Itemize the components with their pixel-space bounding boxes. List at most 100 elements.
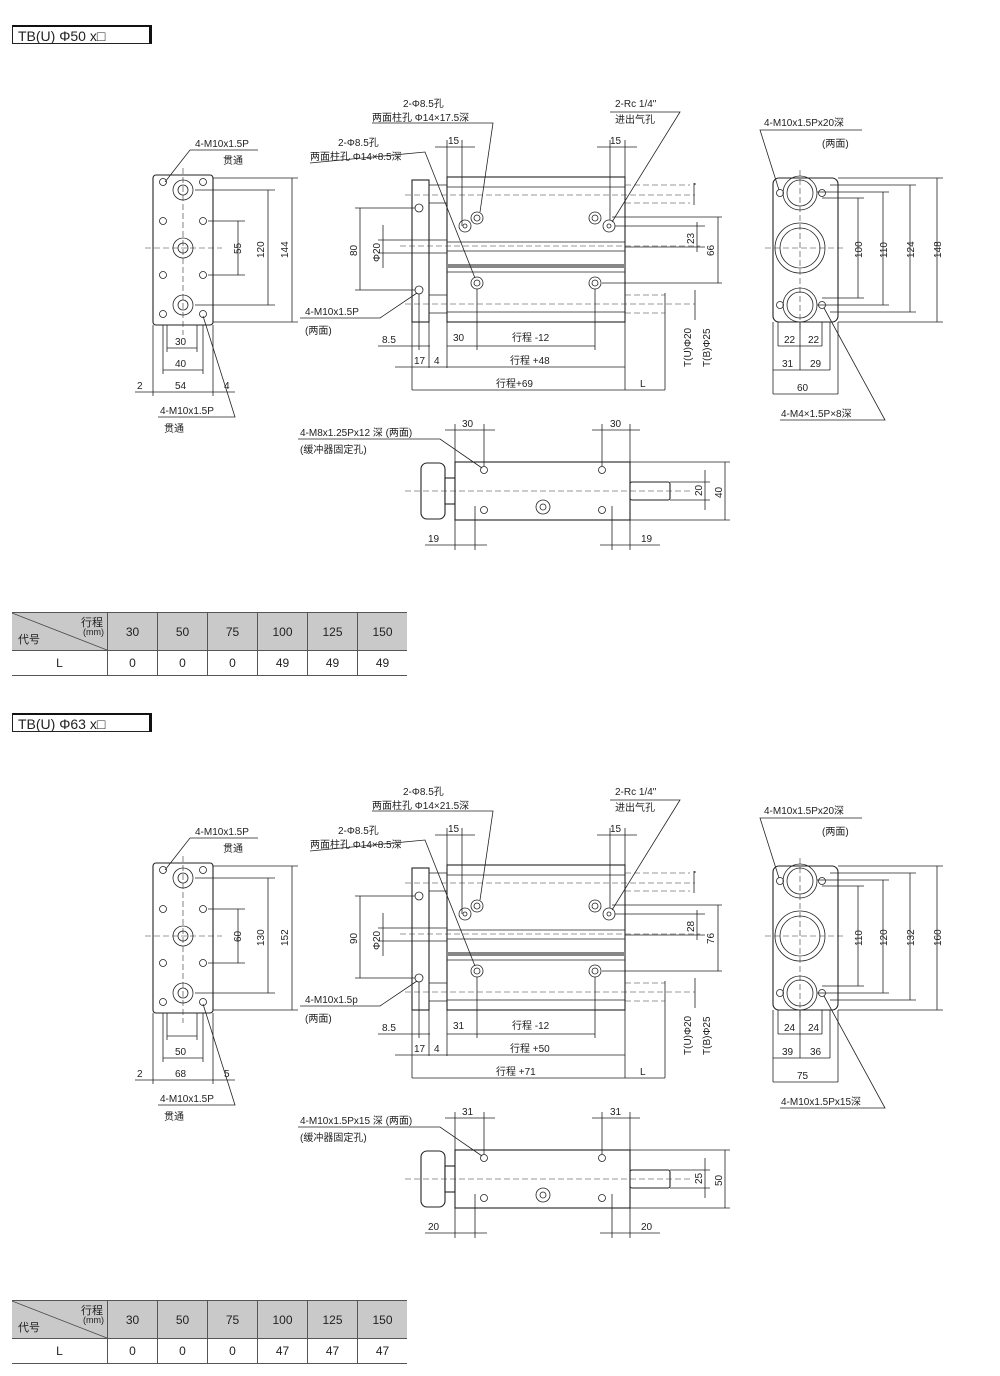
- port-description: 进出气孔: [615, 801, 655, 814]
- dim-bottom-left: 20: [428, 1222, 440, 1233]
- dim-center-left: 31: [782, 359, 794, 370]
- dim-tb-rod: T(B)Φ25: [702, 1016, 713, 1055]
- bumper-tap-desc: (缓冲器固定孔): [300, 1131, 367, 1144]
- tapped-hole: [159, 998, 167, 1006]
- tapped-hole: [159, 271, 167, 279]
- dim-width: 68: [175, 1069, 187, 1080]
- counterbore-label-1: 两面柱孔 Φ14×21.5深: [372, 799, 469, 812]
- thread-label-top: 4-M10x1.5P: [195, 139, 249, 150]
- dim-hole-pitch: 50: [714, 1174, 725, 1186]
- dim-tap-offset: 8.5: [382, 1023, 396, 1034]
- thread-label-top: 4-M10x1.5P: [195, 827, 249, 838]
- tap-label: 4-M10x1.5p: [305, 995, 358, 1006]
- stroke-column-header: 50: [157, 612, 208, 651]
- left-end-view: 55 120 144 30 40 2 54 4 4-M10x1.5P 贯通 4-…: [135, 139, 298, 435]
- stroke-header: 行程: [81, 617, 103, 629]
- code-header: 代号: [18, 1322, 40, 1334]
- dim-offset-right: 4: [224, 381, 230, 392]
- dim-fix-hole-left: 31: [462, 1107, 474, 1118]
- right-end-view: 110 120 132 160 24 24 39 36 75 4-M10x1.5…: [759, 805, 944, 1109]
- counterbore-hole: [470, 899, 484, 913]
- dim-L: L: [640, 379, 646, 390]
- dim-stroke-plus-total: 行程+69: [496, 377, 533, 390]
- dim-width-b: 40: [175, 359, 187, 370]
- dim-center-right: 29: [810, 359, 822, 370]
- port-label: 2-Rc 1/4": [615, 99, 657, 110]
- table-row: L 0 0 0 49 49 49: [12, 650, 407, 676]
- table-corner-cell: 行程 (mm) 代号: [12, 612, 108, 651]
- counterbore-label-2: 两面柱孔 Φ14×8.5深: [310, 150, 402, 163]
- bumper-tap-label: 4-M8x1.25Px12 深 (两面): [300, 427, 412, 439]
- table-row: L 0 0 0 47 47 47: [12, 1338, 407, 1364]
- cylinder-body: [446, 864, 626, 1011]
- dim-tap-x-right: 24: [808, 1023, 820, 1034]
- dim-port-pitch: 120: [256, 241, 267, 258]
- table-cell: 0: [157, 1338, 208, 1364]
- table-cell: 49: [307, 650, 358, 676]
- stroke-column-header: 30: [107, 612, 158, 651]
- front-side-view: 15 15 2-Φ8.5孔 两面柱孔 Φ14×17.5深 2-Φ8.5孔 两面柱…: [300, 98, 722, 391]
- dim-bore-pitch: 110: [854, 930, 865, 946]
- dim-counterbore-offset-left: 15: [448, 136, 460, 147]
- dim-tap-pitch-v: 124: [906, 241, 917, 258]
- dim-tb-rod: T(B)Φ25: [702, 328, 713, 367]
- cylinder-end-outline: [772, 865, 839, 1011]
- dim-tap-x-left: 24: [784, 1023, 796, 1034]
- tapped-hole: [159, 959, 167, 967]
- cylinder-end-outline: [772, 177, 839, 323]
- dim-height: 144: [280, 241, 291, 258]
- bottom-view: 30 30 20 40 19 19 4-M8x1.25Px12 深 (两面) (…: [298, 419, 730, 550]
- dim-center-left: 39: [782, 1047, 794, 1058]
- stroke-L-table: 行程 (mm) 代号 30 50 75 100 125 150 L 0 0 0 …: [12, 612, 407, 676]
- bumper-fixing-hole: [598, 1194, 606, 1202]
- dim-plate-thickness: 17: [414, 1044, 426, 1055]
- table-header-row: 行程 (mm) 代号 30 50 75 100 125 150: [12, 1300, 407, 1339]
- counterbore-hole: [588, 211, 602, 225]
- dim-stroke-minus: 行程 -12: [512, 331, 550, 344]
- dim-width-b: 50: [175, 1047, 187, 1058]
- stroke-column-header: 50: [157, 1300, 208, 1339]
- rear-tap-side: (两面): [822, 827, 849, 838]
- bumper-fixing-hole: [480, 466, 488, 474]
- dim-port-offset-right: 15: [610, 824, 622, 835]
- front-side-view: 15 15 2-Φ8.5孔 两面柱孔 Φ14×21.5深 2-Φ8.5孔 两面柱…: [300, 786, 722, 1079]
- port-label: 2-Rc 1/4": [615, 787, 657, 798]
- cylinder-body: [446, 176, 626, 323]
- thread-label-bottom: 4-M10x1.5P: [160, 406, 214, 417]
- dim-fix-hole-right: 30: [610, 419, 622, 430]
- dim-rod-diameter: Φ20: [372, 930, 383, 950]
- tap-side-label: (两面): [305, 1014, 332, 1025]
- rear-tap-label: 4-M10x1.5Px20深: [764, 805, 844, 817]
- through-label-top: 贯通: [223, 155, 243, 167]
- dim-gap: 4: [434, 356, 440, 367]
- rear-tap-side: (两面): [822, 139, 849, 150]
- end-plate: [411, 179, 430, 323]
- dim-tap-pitch: 80: [349, 244, 360, 256]
- table-cell: 0: [157, 650, 208, 676]
- port-hole: [172, 982, 194, 1004]
- stroke-column-header: 125: [307, 612, 358, 651]
- model-title: TB(U) Φ50 x□: [12, 25, 152, 44]
- small-tap-label: 4-M4×1.5P×8深: [781, 408, 852, 420]
- stroke-column-header: 100: [257, 1300, 308, 1339]
- hole-label-2: 2-Φ8.5孔: [338, 825, 379, 837]
- table-cell: 0: [107, 1338, 158, 1364]
- counterbore-label-2: 两面柱孔 Φ14×8.5深: [310, 838, 402, 851]
- tapped-hole: [159, 866, 167, 874]
- counterbore-hole: [588, 899, 602, 913]
- dim-offset-left: 2: [137, 381, 143, 392]
- bumper-tap-desc: (缓冲器固定孔): [300, 443, 367, 456]
- tapped-hole: [159, 178, 167, 186]
- counterbore-hole: [458, 907, 472, 921]
- body-groove: [447, 264, 625, 268]
- dim-rod-pitch: 120: [879, 929, 890, 946]
- dim-tap-x-right: 22: [808, 335, 820, 346]
- dim-pitch: 55: [233, 242, 244, 254]
- dim-offset-left: 2: [137, 1069, 143, 1080]
- right-end-view: 100 110 124 148 22 22 31 29 60 4-M10x1.5…: [759, 117, 944, 421]
- dim-pitch: 60: [233, 930, 244, 942]
- dim-bottom-left: 19: [428, 534, 440, 545]
- model-title: TB(U) Φ63 x□: [12, 713, 152, 732]
- tapped-hole: [159, 217, 167, 225]
- body-groove: [447, 952, 625, 956]
